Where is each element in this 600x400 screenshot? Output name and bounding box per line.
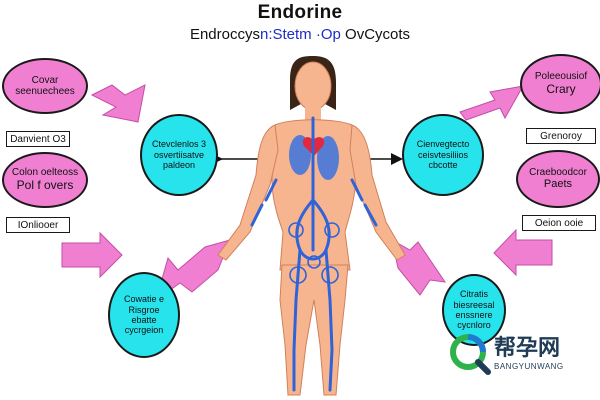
watermark-logo-icon <box>450 334 491 375</box>
oval-left-cyan-top: Ctevclenlos 3 osvertiisatve paldeon <box>140 114 218 196</box>
oval-left-cyan-top-line2: osvertiisatve <box>153 149 205 160</box>
watermark: 帮孕网 BANGYUNWANG <box>448 330 596 380</box>
oval-left-cyan-bottom-line1: Cowatie e <box>123 294 165 305</box>
oval-right-cyan-top-line2: ceisvtesiliios <box>417 149 468 160</box>
human-body-figure <box>217 56 406 396</box>
diagram-title: Endorine <box>257 2 343 23</box>
oval-left-cyan-bottom-line4: cycrgeion <box>124 325 164 336</box>
arrow-right-top <box>459 85 524 121</box>
oval-right-cyan-bottom-line4: cycnloro <box>457 320 491 331</box>
subtitle-suffix: OvCycots <box>340 26 411 43</box>
oval-right-top-line1: Poleeousiof <box>534 71 588 83</box>
watermark-text: 帮孕网 <box>494 336 561 361</box>
oval-right-cyan-top: Cienvegtecto ceisvtesiliios cbcotte <box>402 114 484 196</box>
oval-left-top: Covar seenuechees <box>2 58 88 114</box>
oval-right-mid: Craeboodcor Paets <box>516 150 600 208</box>
oval-right-cyan-top-line3: cbcotte <box>428 160 458 171</box>
subtitle-prefix: Endroccys <box>189 26 260 43</box>
oval-right-cyan-bottom-line1: Citratis <box>459 289 488 300</box>
oval-right-top-line2: Crary <box>546 81 576 96</box>
oval-left-cyan-bottom: Cowatie e Risgroe ebatte cycrgeion <box>108 272 180 358</box>
oval-left-mid: Colon oelteoss Pol f overs <box>2 152 88 208</box>
oval-right-mid-line1: Craeboodcor <box>529 166 587 178</box>
watermark-subtext: BANGYUNWANG <box>494 362 564 371</box>
oval-left-cyan-bottom-line2: Risgroe <box>128 304 160 315</box>
oval-left-top-line1: Covar <box>31 74 59 86</box>
tag-right-1: Grenoroy <box>526 128 596 144</box>
tag-right-2: Oeion ooie <box>522 215 596 231</box>
subtitle-highlight: n:Stetm <box>259 26 312 43</box>
oval-right-cyan-top-line1: Cienvegtecto <box>416 139 470 150</box>
oval-right-mid-line2: Paets <box>543 178 573 191</box>
oval-left-cyan-top-line1: Ctevclenlos 3 <box>151 139 207 150</box>
subtitle-highlight-2: ·Op <box>315 26 341 43</box>
oval-left-cyan-bottom-line3: ebatte <box>131 315 157 325</box>
oval-left-cyan-top-line3: paldeon <box>162 160 196 171</box>
oval-right-cyan-bottom-line3: enssnere <box>455 310 493 320</box>
tag-left-1: Danvient O3 <box>6 131 70 147</box>
oval-left-top-line2: seenuechees <box>15 86 75 97</box>
arrow-right-low <box>391 239 447 296</box>
oval-right-top: Poleeousiof Crary <box>520 54 600 114</box>
oval-left-mid-line1: Colon oelteoss <box>11 167 79 179</box>
tag-left-2: IOnliooer <box>6 217 70 233</box>
oval-right-cyan-bottom: Citratis biesreesal enssnere cycnloro <box>442 274 506 346</box>
oval-left-mid-line2: Pol f overs <box>16 177 74 192</box>
arrow-right-mid <box>493 228 553 277</box>
diagram-subtitle: Endroccysn:Stetm ·Op OvCycots <box>0 26 600 43</box>
oval-right-cyan-bottom-line2: biesreesal <box>453 299 495 310</box>
arrow-left-mid <box>61 231 123 279</box>
arrow-left-top <box>90 84 146 123</box>
